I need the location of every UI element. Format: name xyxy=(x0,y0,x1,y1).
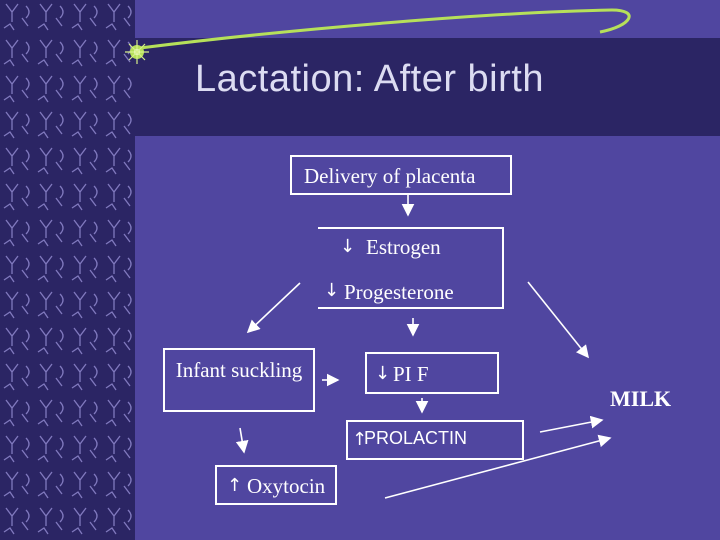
progesterone-underline xyxy=(318,307,504,309)
arrow-prolactin-to-milk xyxy=(539,415,604,433)
decorative-curve xyxy=(139,8,631,50)
prolactin-label: PROLACTIN xyxy=(364,428,468,448)
delivery-label: Delivery of placenta xyxy=(304,164,476,188)
arrow-oxytocin-to-milk xyxy=(384,434,612,499)
oxytocin-box: ↑ Oxytocin xyxy=(215,465,337,505)
prolactin-up-arrow: ↑ xyxy=(352,429,368,450)
progesterone-down-arrow: ↓ xyxy=(324,280,340,301)
title-band xyxy=(135,38,720,136)
arrow-infant-to-oxytocin xyxy=(235,427,249,454)
sparkle-icon xyxy=(125,40,149,64)
slide-title: Lactation: After birth xyxy=(195,58,544,100)
pif-box: ↓ PI F xyxy=(365,352,499,394)
decorative-pattern xyxy=(0,0,135,540)
pif-label: PI F xyxy=(393,362,429,386)
oxytocin-label: Oxytocin xyxy=(247,474,326,498)
prolactin-box: ↑ PROLACTIN xyxy=(346,420,524,460)
arrow-progesterone-to-milk xyxy=(527,281,589,359)
infant-box: Infant suckling xyxy=(163,348,315,412)
hormone-drop-box xyxy=(318,227,504,309)
milk-label: MILK xyxy=(610,386,672,411)
infant-label: Infant suckling xyxy=(175,358,303,382)
delivery-box: Delivery of placenta xyxy=(290,155,512,195)
oxytocin-up-arrow: ↑ xyxy=(227,475,243,496)
estrogen-down-arrow: ↓ xyxy=(340,236,356,257)
decorative-left-stripe xyxy=(0,0,135,540)
estrogen-label: Estrogen xyxy=(366,235,441,259)
progesterone-label: Progesterone xyxy=(344,280,454,304)
arrow-progesterone-to-infant xyxy=(246,282,301,334)
pif-down-arrow: ↓ xyxy=(375,363,391,384)
